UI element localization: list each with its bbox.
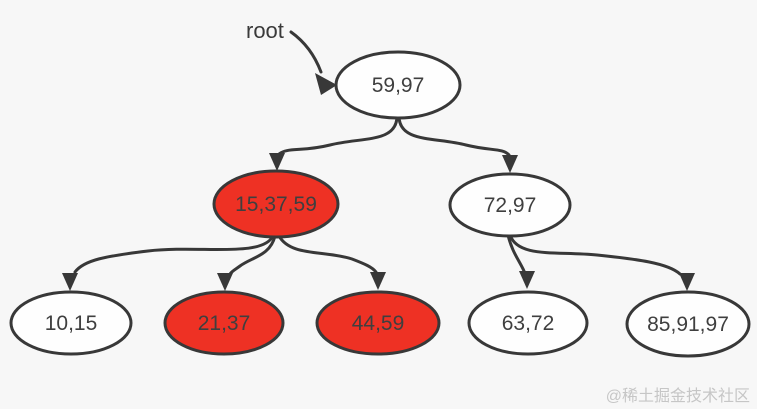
node-ellipse-10-15 bbox=[9, 290, 133, 356]
node-ellipse-21-37 bbox=[163, 290, 285, 356]
node-59-97: 59,97 bbox=[334, 50, 462, 120]
node-label-63-72: 63,72 bbox=[502, 312, 555, 335]
edge-15-37-59-to-21-37 bbox=[228, 234, 277, 276]
root-pointer-arrowhead bbox=[315, 73, 337, 95]
edge-72-97-to-63-72 bbox=[506, 233, 526, 273]
arrowhead-85-91-97 bbox=[679, 273, 695, 291]
node-ellipse-44-59 bbox=[315, 290, 441, 356]
watermark-text: @稀土掘金技术社区 bbox=[606, 387, 750, 405]
root-pointer-label: root bbox=[246, 18, 284, 43]
edge-59-97-to-72-97 bbox=[397, 114, 511, 157]
node-44-59: 44,59 bbox=[315, 290, 441, 356]
node-ellipse-63-72 bbox=[467, 290, 589, 356]
arrowhead-63-72 bbox=[519, 271, 535, 289]
node-label-72-97: 72,97 bbox=[484, 194, 537, 217]
node-72-97: 72,97 bbox=[448, 172, 572, 238]
arrowhead-15-37-59 bbox=[269, 153, 285, 171]
arrowhead-10-15 bbox=[62, 273, 78, 291]
edge-15-37-59-to-44-59 bbox=[277, 234, 378, 274]
arrowhead-44-59 bbox=[370, 272, 386, 290]
node-21-37: 21,37 bbox=[163, 290, 285, 356]
root-pointer: root bbox=[246, 18, 337, 95]
node-15-37-59: 15,37,59 bbox=[212, 169, 340, 239]
node-label-59-97: 59,97 bbox=[372, 74, 425, 97]
edge-15-37-59-to-10-15 bbox=[73, 234, 275, 274]
node-ellipse-59-97 bbox=[334, 50, 462, 120]
node-85-91-97: 85,91,97 bbox=[625, 290, 751, 358]
arrowhead-21-37 bbox=[217, 273, 233, 291]
node-ellipse-15-37-59 bbox=[212, 169, 340, 239]
node-label-15-37-59: 15,37,59 bbox=[235, 193, 317, 216]
node-label-85-91-97: 85,91,97 bbox=[647, 313, 729, 336]
edges-group bbox=[62, 114, 695, 291]
arrowhead-72-97 bbox=[502, 155, 518, 173]
edge-72-97-to-85-91-97 bbox=[508, 233, 682, 276]
node-label-44-59: 44,59 bbox=[352, 312, 405, 335]
node-ellipse-72-97 bbox=[448, 172, 572, 238]
edge-59-97-to-15-37-59 bbox=[277, 114, 399, 156]
node-63-72: 63,72 bbox=[467, 290, 589, 356]
node-10-15: 10,15 bbox=[9, 290, 133, 356]
node-label-21-37: 21,37 bbox=[198, 312, 251, 335]
node-label-10-15: 10,15 bbox=[45, 312, 98, 335]
root-pointer-curve bbox=[289, 30, 323, 74]
node-ellipse-85-91-97 bbox=[625, 290, 751, 358]
